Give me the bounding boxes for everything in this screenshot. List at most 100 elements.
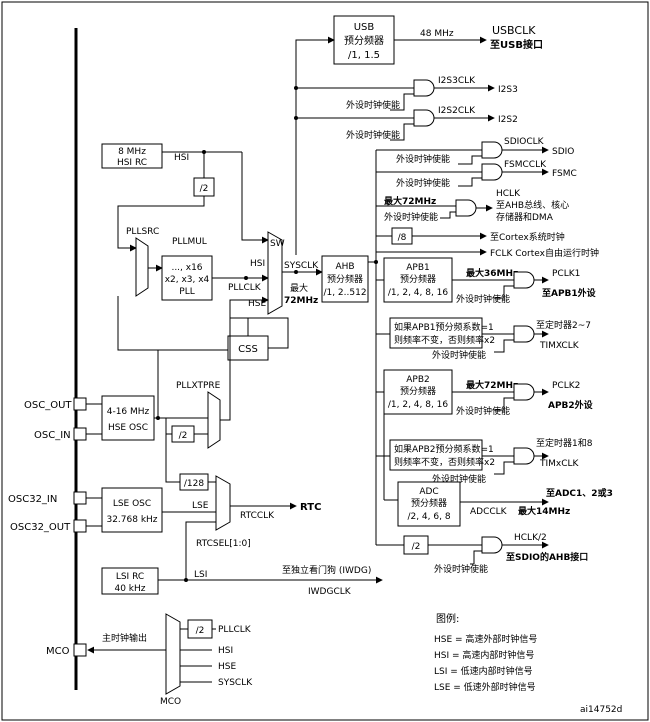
apb1-max-label: 最大36MHz bbox=[466, 267, 518, 279]
legend-item-lse: LSE = 低速外部时钟信号 bbox=[434, 681, 536, 693]
ahb-subtitle: 预分频器 bbox=[327, 273, 363, 285]
hsi-rc-line2: HSI RC bbox=[117, 158, 147, 168]
usb-prescaler-block: USB 预分频器 /1, 1.5 bbox=[333, 15, 395, 65]
sdio-enable-line bbox=[458, 155, 482, 165]
sdioclk-label: SDIOCLK bbox=[504, 137, 545, 147]
apb2-enable-label: 外设时钟使能 bbox=[456, 405, 510, 417]
sw-pllclk-label: PLLCLK bbox=[228, 283, 262, 293]
pclk1-label: PCLK1 bbox=[552, 269, 580, 279]
i2s2-dest-label: I2S2 bbox=[498, 115, 518, 125]
sdio-ahb-enable-line bbox=[470, 550, 482, 565]
sysclk-label: SYSCLK bbox=[284, 261, 319, 271]
osc-in-label: OSC_IN bbox=[34, 430, 71, 441]
css-box bbox=[227, 335, 269, 361]
osc-in-pin bbox=[73, 427, 87, 441]
mco-in2-label: HSI bbox=[218, 646, 233, 656]
tim1-dest-label: 至定时器2~7 bbox=[536, 319, 591, 331]
pll-mul-line3: PLL bbox=[179, 287, 194, 297]
hclk-enable-line bbox=[440, 211, 456, 219]
apb2-dest-label: APB2外设 bbox=[548, 399, 594, 411]
fsmc-enable-line bbox=[458, 177, 482, 187]
hsi-to-sw-line bbox=[241, 152, 269, 244]
usb-prescaler-title: USB bbox=[354, 22, 375, 33]
sw-label: SW bbox=[270, 239, 285, 249]
mco-mux-label: MCO bbox=[160, 697, 181, 707]
lsi-to-rtc-line bbox=[185, 521, 216, 580]
hse-div2-feed bbox=[165, 418, 172, 435]
tim1-and-gate bbox=[513, 325, 535, 343]
sdio-dest-label: SDIO bbox=[552, 147, 574, 157]
pll-mul-line2: x2, x3, x4 bbox=[165, 275, 210, 285]
lsi-rc-line2: 40 kHz bbox=[114, 584, 145, 594]
pllsrc-mux bbox=[135, 237, 149, 297]
adcclk-label: ADCCLK bbox=[470, 507, 508, 517]
mco-mux bbox=[165, 613, 181, 695]
lse-label: LSE bbox=[192, 501, 209, 511]
apb2-subtitle: 预分频器 bbox=[400, 385, 436, 397]
lsi-label: LSI bbox=[194, 570, 207, 580]
legend: 图例: HSE = 高速外部时钟信号 HSI = 高速内部时钟信号 LSI = … bbox=[434, 612, 537, 693]
apb2-ratio: /1, 2, 4, 8, 16 bbox=[388, 400, 449, 410]
osc32-out-pin bbox=[73, 519, 87, 533]
sysclk-junction-dot bbox=[294, 270, 298, 274]
ahb-ratio: /1, 2..512 bbox=[323, 288, 366, 298]
sw-mux bbox=[267, 231, 283, 315]
hse-osc-line1: 4-16 MHz bbox=[107, 407, 150, 417]
hse-osc-line2: HSE OSC bbox=[108, 423, 148, 433]
apb2-title: APB2 bbox=[406, 375, 429, 385]
tim1-note1: 如果APB1预分频系数=1 bbox=[394, 321, 494, 333]
sysclk-max1-label: 最大 bbox=[290, 282, 308, 294]
sdio-enable-label: 外设时钟使能 bbox=[396, 153, 450, 165]
hsi-rc-line1: 8 MHz bbox=[118, 147, 146, 157]
usb-prescaler-subtitle: 预分频器 bbox=[344, 34, 384, 47]
i2s2clk-label: I2S2CLK bbox=[438, 106, 476, 116]
apb1-title: APB1 bbox=[406, 263, 429, 273]
lsi-rc-line1: LSI RC bbox=[116, 572, 144, 582]
i2s3-enable-label: 外设时钟使能 bbox=[346, 99, 400, 111]
apb1-prescaler-box bbox=[383, 257, 453, 303]
pllmul-label: PLLMUL bbox=[172, 237, 207, 247]
pll-mul-line1: ..., x16 bbox=[171, 263, 202, 273]
apb1-dest-label: 至APB1外设 bbox=[542, 287, 597, 299]
i2s3-enable-line bbox=[390, 93, 414, 111]
osc-out-pin bbox=[73, 397, 87, 411]
hclk-and-gate bbox=[455, 199, 477, 217]
rtcsel-label: RTCSEL[1:0] bbox=[196, 539, 251, 549]
hsi-div2-to-pllsrc bbox=[117, 196, 205, 252]
i2s3-and-gate bbox=[413, 79, 435, 97]
div128-label: /128 bbox=[184, 479, 204, 489]
usb-prescaler-ratio: /1, 1.5 bbox=[348, 50, 380, 61]
mco-in4-label: SYSCLK bbox=[218, 678, 253, 688]
sdio-and-gate bbox=[481, 141, 503, 159]
sdio-ahb-div2-label: /2 bbox=[412, 542, 421, 552]
tim2-dest-label: 至定时器1和8 bbox=[536, 437, 593, 449]
mco-in3-label: HSE bbox=[218, 662, 236, 672]
rtcsel-mux bbox=[215, 475, 231, 531]
hsi-div2-label: /2 bbox=[200, 184, 209, 194]
tim2-clk-label: TIMxCLK bbox=[539, 459, 580, 469]
sdio-ahb-and-gate bbox=[481, 536, 503, 554]
i2s3clk-label: I2S3CLK bbox=[438, 76, 476, 86]
osc-out-label: OSC_OUT bbox=[24, 400, 72, 411]
adc-subtitle: 预分频器 bbox=[411, 497, 447, 509]
cortex-div8-label: /8 bbox=[398, 233, 407, 243]
tim2-multiplier-box bbox=[389, 439, 483, 471]
hclk-enable-label: 外设时钟使能 bbox=[384, 211, 438, 223]
sdio-ahb-dest-label: 至SDIO的AHB接口 bbox=[506, 551, 588, 563]
osc32-out-label: OSC32_OUT bbox=[10, 522, 71, 533]
lse-osc-box bbox=[101, 487, 163, 533]
apb2-prescaler-box bbox=[383, 369, 453, 415]
cortex-dest-label: 至Cortex系统时钟 bbox=[490, 231, 565, 243]
fsmc-enable-label: 外设时钟使能 bbox=[396, 177, 450, 189]
sdio-ahb-enable-label: 外设时钟使能 bbox=[434, 563, 488, 575]
usb-freq-label: 48 MHz bbox=[420, 29, 454, 39]
figure-id-label: ai14752d bbox=[580, 705, 622, 715]
adc-title: ADC bbox=[419, 487, 438, 497]
fsmc-and-gate bbox=[481, 163, 503, 181]
pclk2-label: PCLK2 bbox=[552, 381, 580, 391]
usb-feed-line bbox=[295, 36, 335, 255]
apb1-enable-line bbox=[494, 285, 514, 299]
hclk-max-label: 最大72MHz bbox=[384, 195, 436, 207]
